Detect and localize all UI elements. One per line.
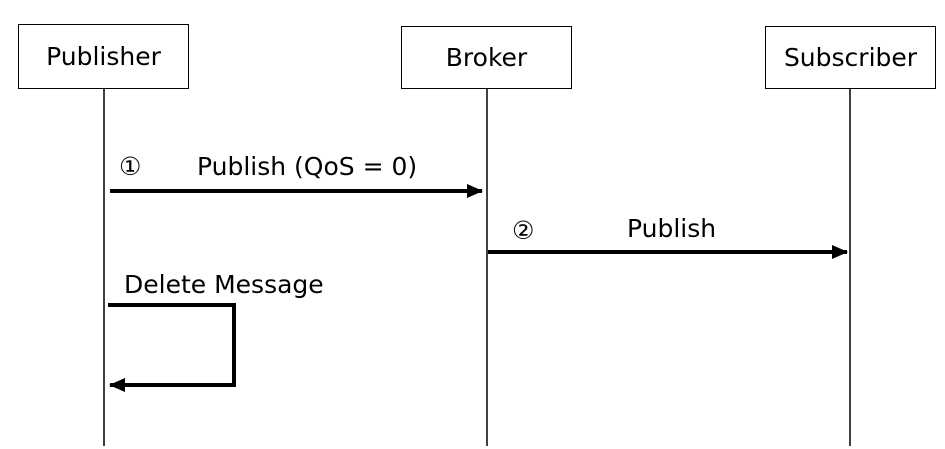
participant-subscriber: Subscriber — [765, 26, 936, 89]
message-step-1: ① — [119, 152, 142, 181]
message-step-2: ② — [512, 216, 535, 245]
self-message-arrow — [108, 303, 236, 392]
message-label-1: Publish (QoS = 0) — [197, 152, 418, 181]
self-message-label: Delete Message — [124, 270, 324, 299]
participant-label: Broker — [445, 43, 528, 72]
participant-publisher: Publisher — [18, 24, 189, 89]
participant-label: Subscriber — [783, 43, 918, 72]
message-label-2: Publish — [627, 214, 717, 243]
participant-broker: Broker — [401, 26, 572, 89]
participant-label: Publisher — [46, 42, 161, 71]
